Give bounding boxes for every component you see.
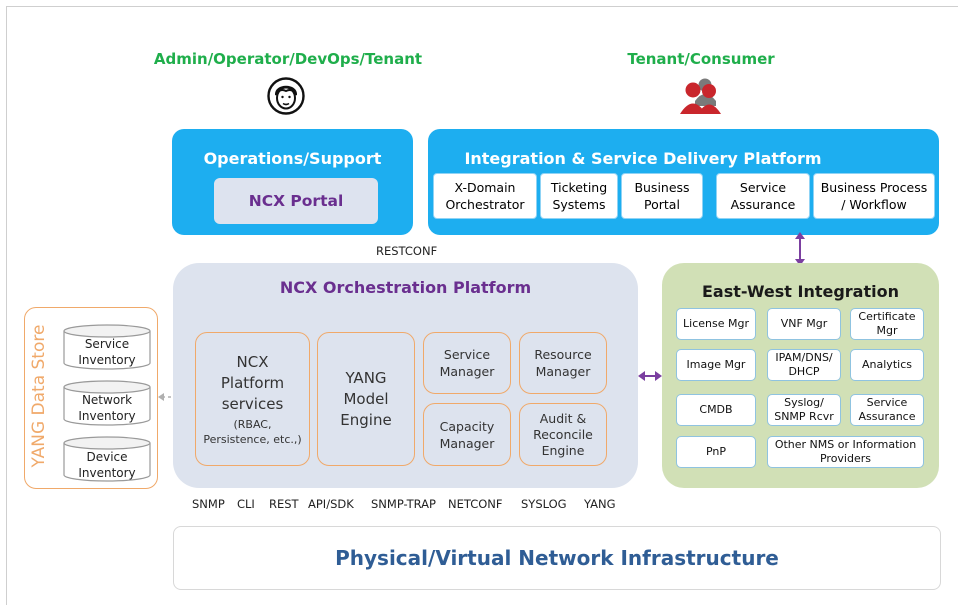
license-mgr-item: License Mgr <box>676 308 756 340</box>
database-icon <box>63 324 151 370</box>
operator-face-icon <box>266 76 306 116</box>
analytics-item: Analytics <box>850 349 924 381</box>
diagram-frame <box>6 6 958 605</box>
integration-platform-title: Integration & Service Delivery Platform <box>464 149 822 168</box>
cmdb-item: CMDB <box>676 394 756 426</box>
protocol-netconf: NETCONF <box>448 497 503 511</box>
admin-persona-label: Admin/Operator/DevOps/Tenant <box>153 50 423 68</box>
protocol-syslog: SYSLOG <box>521 497 567 511</box>
restconf-label: RESTCONF <box>376 244 438 258</box>
protocol-rest: REST <box>269 497 299 511</box>
database-icon <box>63 380 151 426</box>
yang-data-store-title: YANG Data Store <box>29 324 49 468</box>
audit-reconcile-engine-block: Audit & Reconcile Engine <box>519 403 607 466</box>
operations-support-panel: Operations/Support NCX Portal <box>172 129 413 235</box>
platform-services-block: NCX Platform services (RBAC, Persistence… <box>195 332 310 466</box>
ipam-dns-dhcp-item: IPAM/DNS/DHCP <box>767 349 841 381</box>
integration-platform-panel: Integration & Service Delivery Platform … <box>428 129 939 235</box>
business-process-workflow-item: Business Process/ Workflow <box>813 173 935 219</box>
orchestration-platform-panel: NCX Orchestration Platform NCX Platform … <box>173 263 638 488</box>
protocol-yang: YANG <box>584 497 616 511</box>
image-mgr-item: Image Mgr <box>676 349 756 381</box>
resource-manager-block: Resource Manager <box>519 332 607 394</box>
service-manager-block: Service Manager <box>423 332 511 394</box>
capacity-manager-block: Capacity Manager <box>423 403 511 466</box>
ncx-portal-button[interactable]: NCX Portal <box>214 178 378 224</box>
vnf-mgr-item: VNF Mgr <box>767 308 841 340</box>
database-icon <box>63 436 151 482</box>
protocol-snmp: SNMP <box>192 497 225 511</box>
pnp-item: PnP <box>676 436 756 468</box>
tenant-persona-label: Tenant/Consumer <box>627 50 775 68</box>
syslog-snmp-rcvr-item: Syslog/SNMP Rcvr <box>767 394 841 426</box>
protocol-cli: CLI <box>237 497 255 511</box>
user-group-icon <box>678 76 724 116</box>
operations-support-title: Operations/Support <box>203 149 382 168</box>
east-west-integration-panel: East-West Integration License Mgr VNF Mg… <box>662 263 939 488</box>
east-west-integration-title: East-West Integration <box>702 282 899 301</box>
protocol-snmp-trap: SNMP-TRAP <box>371 497 436 511</box>
protocol-api-sdk: API/SDK <box>308 497 354 511</box>
orchestration-platform-title: NCX Orchestration Platform <box>279 278 532 297</box>
network-infrastructure-panel: Physical/Virtual Network Infrastructure <box>173 526 941 590</box>
yang-model-engine-block: YANG Model Engine <box>317 332 415 466</box>
network-infrastructure-title: Physical/Virtual Network Infrastructure <box>335 546 779 570</box>
